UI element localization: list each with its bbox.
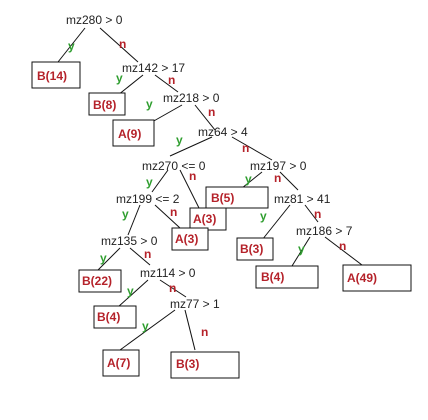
condition-c5: mz270 <= 0 [142,159,206,173]
leaf-box-l11 [93,305,137,329]
edge-c11-l11 [117,279,149,308]
condition-c6: mz197 > 0 [250,159,307,173]
no-label-c2: n [168,73,175,87]
leaf-l8: B(22) [82,274,112,288]
condition-c7: mz199 <= 2 [116,192,180,206]
edge-c3-l3 [151,104,183,123]
leaf-labels: B(14) B(8) A(9) B(5) A(3) A(3) B(3) B(22… [37,69,377,371]
condition-c11: mz114 > 0 [140,266,196,280]
yes-label-c3: y [146,97,153,111]
edge-c6-c8 [279,171,299,191]
leaf-box-l9 [255,265,319,289]
leaf-l13: B(3) [176,357,199,371]
edge-c1-l1 [57,27,86,63]
edge-c6-l4 [241,171,263,189]
leaf-boxes [31,61,412,379]
leaf-box-l8 [78,269,122,293]
leaf-l1: B(14) [37,69,67,83]
edge-c1-c2 [99,27,139,63]
edge-c2-l2 [117,74,144,96]
leaf-box-l6 [171,227,209,251]
no-label-c6: n [274,171,281,185]
leaf-l2: B(8) [93,98,116,112]
yes-label-c2: y [116,71,123,85]
condition-c2: mz142 > 17 [122,61,185,75]
leaf-box-l4 [205,186,269,209]
yes-label-c9: y [100,251,107,265]
leaf-box-l2 [88,92,126,116]
edge-c12-l12 [119,309,176,351]
edge-c5-c7 [151,169,169,193]
leaf-l12: A(7) [107,356,130,370]
no-label-c8: n [314,207,321,221]
leaf-l3: A(9) [118,127,141,141]
edge-c8-l7 [261,204,291,241]
yes-label-c5: y [146,175,153,189]
edge-c12-l13 [184,309,196,351]
leaf-box-l10 [342,264,412,292]
edge-c10-l10 [324,236,363,266]
no-label-c11: n [169,281,176,295]
edge-c7-l6 [154,204,181,229]
edge-c2-c3 [154,74,179,93]
tree-edges [57,27,363,351]
yes-label-c6: y [245,172,252,186]
leaf-l4: B(5) [211,191,234,205]
edge-c11-c12 [159,279,187,298]
condition-c10: mz186 > 7 [296,224,353,238]
condition-c4: mz64 > 4 [198,125,248,139]
leaf-box-l1 [31,61,81,89]
edge-c3-c4 [194,104,216,131]
no-label-c3: n [208,105,215,119]
edge-c5-l5 [179,169,201,211]
yes-label-c8: y [260,209,267,223]
yes-label-c12: y [142,319,149,333]
condition-c3: mz218 > 0 [163,91,220,105]
edge-c8-c10 [304,204,319,223]
condition-c9: mz135 > 0 [101,234,158,248]
branch-labels: y n y n y n y n y n y n y n y n y n y n … [68,37,346,339]
edge-c4-c5 [169,136,213,157]
no-label-c5: n [189,169,196,183]
leaf-box-l13 [170,351,240,379]
yes-label-c11: y [127,284,134,298]
leaf-l6: A(3) [175,232,198,246]
no-label-c4: n [242,141,249,155]
condition-c12: mz77 > 1 [170,297,220,311]
leaf-box-l7 [236,237,274,261]
yes-label-c7: y [122,207,129,221]
no-label-c10: n [339,239,346,253]
no-label-c9: n [144,247,151,261]
leaf-l9: B(4) [261,270,284,284]
leaf-box-l12 [102,349,140,377]
leaf-l5: A(3) [193,212,216,226]
no-label-c7: n [170,205,177,219]
condition-c8: mz81 > 41 [274,192,331,206]
condition-labels: mz280 > 0 mz142 > 17 mz218 > 0 mz64 > 4 … [66,13,353,311]
no-label-c1: n [119,37,126,51]
edge-c9-l8 [97,247,121,271]
yes-label-c10: y [298,242,305,256]
leaf-l7: B(3) [240,242,263,256]
leaf-l11: B(4) [97,310,120,324]
condition-c1: mz280 > 0 [66,13,123,27]
edge-c4-c6 [231,136,273,161]
edge-c7-c9 [127,204,141,236]
leaf-l10: A(49) [347,271,377,285]
yes-label-c4: y [176,133,183,147]
leaf-box-l3 [112,119,155,147]
yes-label-c1: y [68,39,75,53]
edge-c10-l9 [291,236,311,267]
edge-c9-c11 [129,247,151,266]
no-label-c12: n [201,325,208,339]
